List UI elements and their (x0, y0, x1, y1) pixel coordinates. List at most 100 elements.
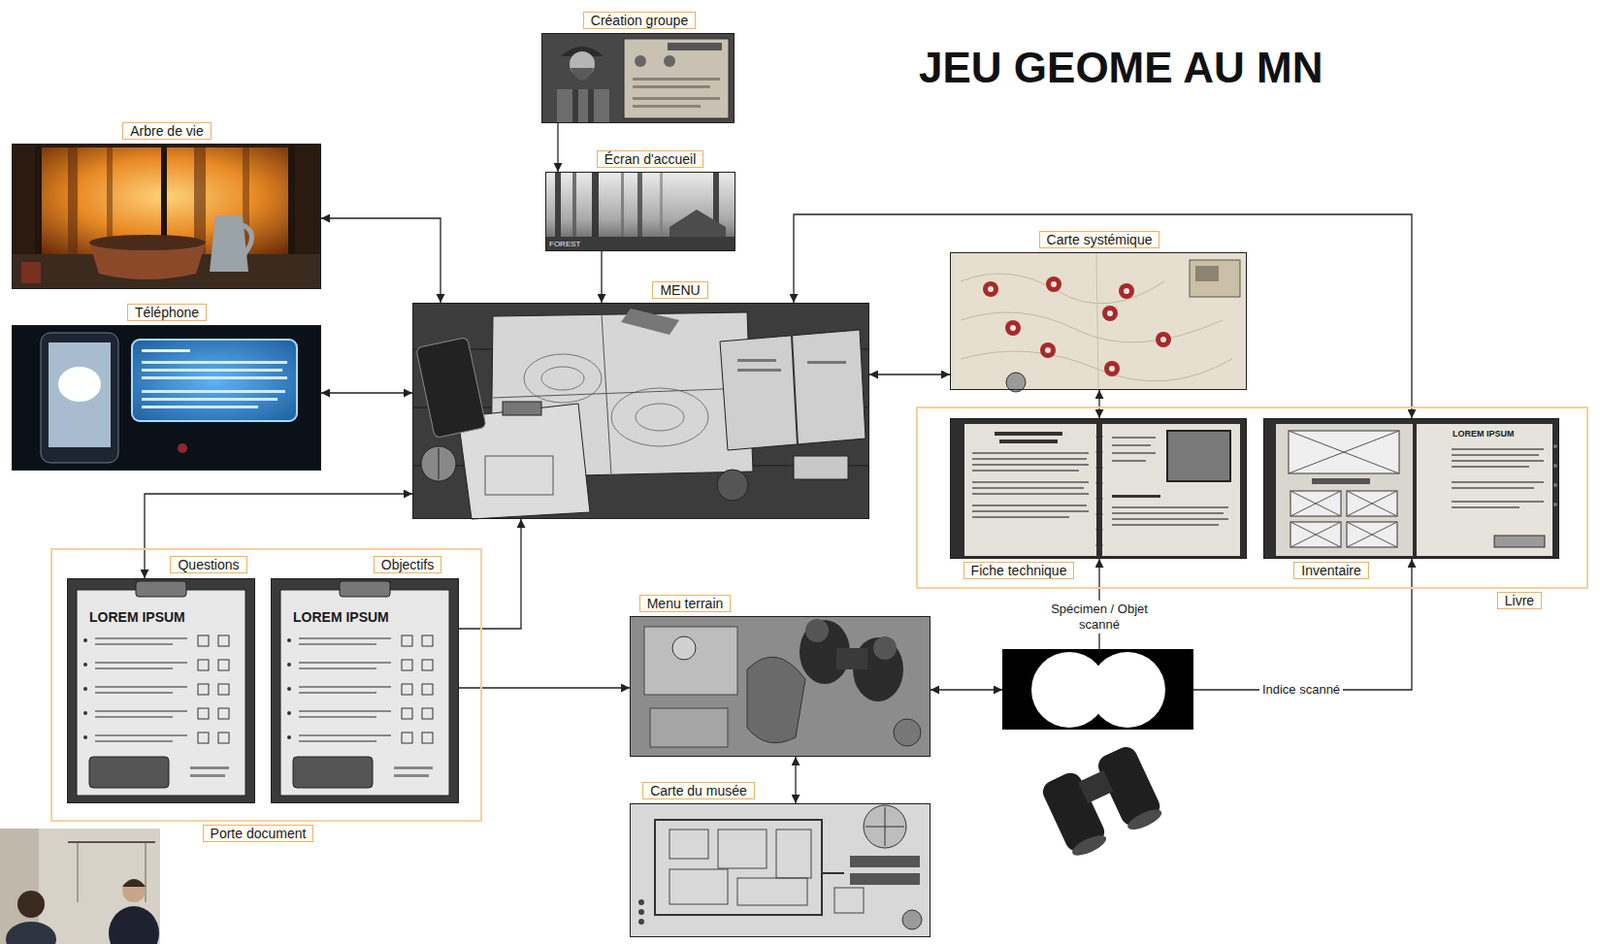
notebook-page (972, 452, 1089, 455)
phone-screen (40, 332, 119, 463)
webcam-thumbnail (0, 828, 161, 944)
notebook-page (1096, 464, 1103, 471)
desk-menu-scene (719, 329, 866, 451)
desk-menu-scene (485, 456, 554, 495)
screen-label: Fiche technique (963, 561, 1076, 580)
inventory-page (1451, 487, 1535, 490)
binocular-scanner (1002, 649, 1194, 730)
webcam-thumbnail (108, 906, 160, 944)
flow-arrow (794, 756, 796, 804)
field-menu-scene (644, 626, 738, 695)
webcam-thumbnail (122, 879, 146, 903)
notebook-page (949, 418, 1247, 559)
notebook-page (1111, 444, 1151, 447)
system-map (1123, 288, 1130, 294)
screen-box: Menu terrain (629, 616, 931, 757)
screen-box: Carte du musée (629, 803, 931, 938)
inventory-page (1451, 500, 1544, 503)
screen-box: Téléphone (11, 325, 322, 471)
phone-screen (11, 325, 322, 471)
system-map (1102, 305, 1118, 322)
field-menu-scene (805, 619, 829, 643)
system-map (1189, 260, 1241, 297)
inventory-page (1553, 483, 1558, 488)
inventory-page (1451, 506, 1520, 509)
notebook-page (1096, 433, 1103, 440)
inventory-page (1451, 448, 1544, 451)
webcam-thumbnail (77, 842, 79, 903)
museum-floor-plan (669, 829, 709, 859)
screen-label: Téléphone (127, 303, 207, 322)
inventory-page (1416, 424, 1553, 556)
inventory-page (1553, 502, 1558, 507)
group-frame: Porte documentQuestionsObjectifs (50, 548, 483, 822)
character-screen (541, 32, 735, 124)
system-map (960, 273, 1165, 304)
forest-screen (545, 171, 736, 252)
clipboard-screen (218, 635, 229, 647)
character-screen (570, 67, 594, 81)
museum-floor-plan (669, 869, 728, 905)
notebook-page (964, 424, 1097, 556)
screen-box: Fiche technique (949, 418, 1247, 559)
inventory-page (1263, 418, 1560, 559)
phone-screen (141, 360, 288, 364)
clipboard-screen (95, 661, 188, 664)
system-map (1005, 320, 1021, 336)
inventory-page (1263, 418, 1560, 559)
scan-wire (930, 688, 1003, 690)
character-screen (541, 32, 735, 124)
inventory-page (1346, 490, 1398, 517)
museum-floor-plan (718, 829, 767, 869)
phone-screen (48, 342, 111, 448)
inventory-page (1290, 490, 1341, 517)
system-map (1040, 342, 1056, 359)
webcam-thumbnail (122, 879, 146, 887)
inventory-page (1290, 522, 1341, 548)
clipboard-screen (66, 578, 256, 804)
clipboard-screen (190, 774, 226, 778)
clipboard-screen (76, 589, 246, 796)
inventory-page (1346, 522, 1398, 548)
museum-floor-plan (629, 803, 931, 938)
system-map (960, 312, 1223, 343)
character-screen (632, 104, 701, 108)
notebook-page (1111, 506, 1229, 509)
clipboard-screen (95, 716, 173, 719)
webcam-thumbnail (67, 841, 156, 844)
scan-wire (930, 558, 1412, 690)
window-scene (209, 215, 249, 272)
phone-screen (141, 376, 288, 380)
notebook-page (1111, 494, 1161, 498)
screen-label: Inventaire (1293, 561, 1369, 580)
clipboard-screen (197, 732, 209, 744)
system-map (1107, 310, 1113, 317)
inventory-page (1451, 459, 1544, 462)
screen-box: Carte systémique (949, 252, 1247, 391)
system-map (1109, 365, 1115, 372)
screen-label: MENU (652, 281, 708, 299)
screen-box: MENU (412, 302, 870, 520)
forest-screen (545, 236, 736, 252)
notebook-page (1111, 512, 1224, 515)
clipboard-screen (197, 659, 209, 671)
clipboard-screen (95, 637, 188, 640)
clipboard-screen (95, 643, 173, 646)
inventory-page (1311, 478, 1371, 485)
inventory-page (1494, 535, 1545, 548)
phone-screen (11, 325, 322, 471)
notebook-page (972, 516, 1070, 519)
system-map (1104, 360, 1120, 377)
system-map (1044, 347, 1051, 354)
inventory-page (1451, 481, 1544, 484)
field-menu-scene (672, 636, 696, 660)
clipboard-screen (218, 659, 229, 671)
system-map (1096, 254, 1099, 389)
character-screen (667, 42, 722, 51)
screen-label: Menu terrain (639, 594, 732, 613)
system-map (1050, 281, 1057, 288)
museum-floor-plan (865, 826, 905, 828)
desk-menu-scene (601, 314, 612, 476)
clipboard-screen (95, 710, 188, 713)
binoculars-icon (1069, 831, 1109, 860)
